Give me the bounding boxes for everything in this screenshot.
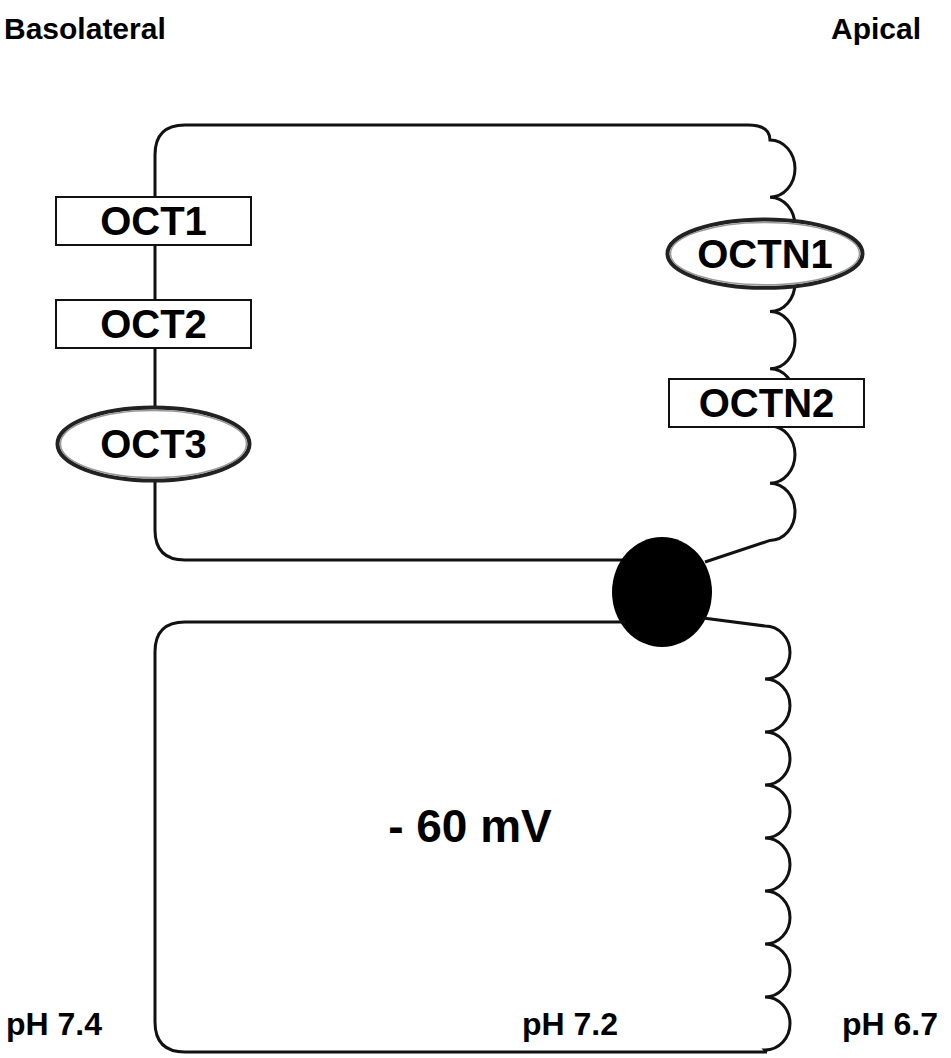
epithelial-cell: - 60 mV pH 7.2 [155, 622, 800, 1052]
tight-junction [612, 537, 712, 647]
text-slot: pH 7.2 [522, 1007, 618, 1042]
transporter-box: OCTN2 [668, 378, 865, 428]
ph-value: pH 7.2 [522, 1007, 618, 1042]
transporter-box: OCT1 [55, 196, 252, 246]
transporter-ellipse: OCT3 [55, 405, 252, 483]
transporter-name: OCT2 [100, 302, 207, 346]
transporter-box: OCT2 [55, 299, 252, 349]
transporter-name: OCTN2 [699, 381, 835, 425]
ellipse-outline [58, 408, 250, 481]
label-slot: Basolateral [4, 12, 166, 45]
transporter-name: OCT1 [100, 199, 207, 243]
ellipse-outline [61, 411, 247, 478]
label-slot: pH 7.4 [6, 1007, 102, 1042]
label-slot: Apical [831, 12, 921, 45]
ellipse-outline [668, 220, 863, 288]
ellipse-outline [671, 223, 860, 285]
transporter-ellipse: OCTN1 [665, 217, 865, 290]
transporter-name: OCT3 [100, 422, 207, 466]
ph-value: pH 6.7 [842, 1007, 938, 1042]
side-heading: Basolateral [4, 12, 166, 45]
cell-membrane [155, 618, 790, 1052]
label-slot: pH 6.7 [842, 1007, 938, 1042]
membrane-potential: - 60 mV [388, 801, 552, 852]
text-slot: - 60 mV [388, 801, 552, 852]
ph-value: pH 7.4 [6, 1007, 102, 1042]
transporter-name: OCTN1 [697, 232, 833, 276]
side-heading: Apical [831, 12, 921, 45]
